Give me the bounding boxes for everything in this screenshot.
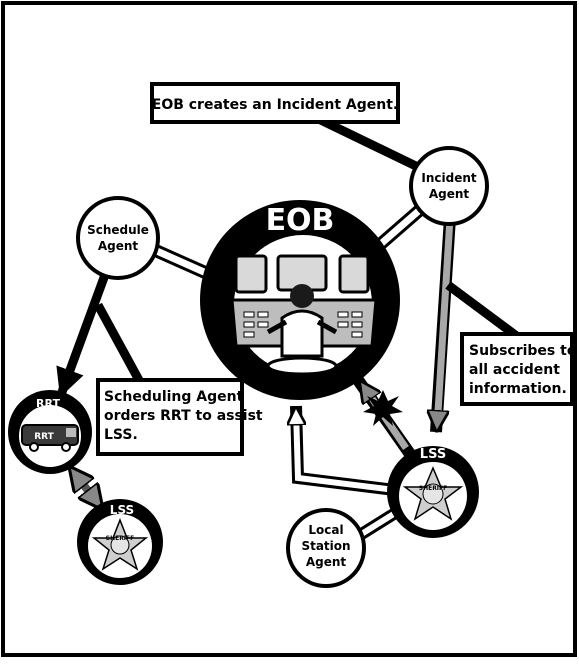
starburst-icon — [363, 390, 403, 426]
connector-scheduling-callout — [94, 302, 144, 385]
rrt-label: RRT — [36, 397, 60, 410]
sheriff-star-right-icon: SHERIFF — [402, 466, 464, 521]
arrow-rrt-lss — [72, 470, 100, 506]
sheriff-star-left-icon: SHERIFF — [91, 517, 149, 571]
connector-subscribes — [445, 281, 525, 344]
local-station-line1: Local — [308, 523, 343, 537]
lss-right-node: LSS SHERIFF — [387, 446, 479, 538]
local-station-line3: Agent — [306, 555, 347, 569]
incident-agent-node: Incident Agent — [409, 146, 489, 226]
lss-left-node: LSS SHERIFF — [77, 499, 163, 585]
callout-eob-creates-text: EOB creates an Incident Agent. — [152, 97, 399, 113]
callout-subscribes: Subscribes to all accident information. — [460, 332, 577, 406]
sheriff-right-text: SHERIFF — [419, 485, 448, 492]
monitor-right-icon — [338, 254, 370, 294]
callout-subscribes-line2: all accident — [469, 362, 560, 378]
callout-scheduling-line1: Scheduling Agent — [104, 389, 244, 405]
local-station-agent-node: Local Station Agent — [286, 508, 366, 588]
arrow-schedule-rrt — [56, 270, 111, 398]
local-station-line2: Station — [301, 539, 350, 553]
callout-scheduling-line3: LSS. — [104, 427, 138, 443]
incident-agent-line1: Incident — [421, 171, 477, 185]
callout-subscribes-line3: information. — [469, 381, 567, 397]
schedule-agent-line1: Schedule — [87, 223, 149, 237]
schedule-agent-node: Schedule Agent — [76, 196, 160, 280]
callout-eob-creates: EOB creates an Incident Agent. — [150, 82, 400, 124]
eob-label: EOB — [266, 203, 335, 238]
schedule-agent-line2: Agent — [98, 239, 139, 253]
arrow-incident-lss — [437, 217, 454, 428]
callout-subscribes-line1: Subscribes to — [469, 343, 577, 359]
callout-scheduling-line2: orders RRT to assist — [104, 408, 263, 424]
rrt-vehicle-label: RRT — [34, 432, 54, 442]
eob-hub: EOB — [200, 200, 400, 400]
monitor-left-icon — [234, 254, 268, 294]
rrt-node: RRT RRT — [8, 390, 92, 474]
arrow-lss-eob — [296, 410, 396, 493]
callout-scheduling: Scheduling Agent orders RRT to assist LS… — [96, 378, 263, 456]
lss-right-label: LSS — [420, 447, 446, 462]
incident-agent-line2: Agent — [429, 187, 470, 201]
operator-icon — [266, 284, 338, 358]
rrt-vehicle-icon: RRT — [21, 424, 79, 452]
lss-left-label: LSS — [110, 503, 134, 517]
sheriff-left-text: SHERIFF — [106, 535, 135, 542]
